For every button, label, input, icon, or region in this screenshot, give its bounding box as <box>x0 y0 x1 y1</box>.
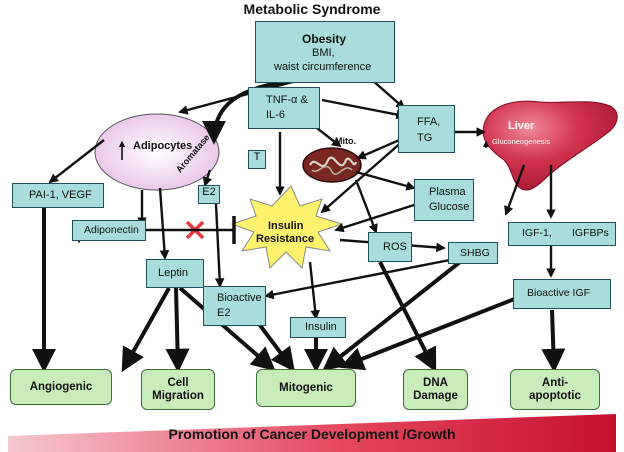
liver-shape <box>482 100 618 191</box>
thin-arrows <box>48 78 556 320</box>
outcome-mitogenic: Mitogenic <box>256 369 356 407</box>
obesity-box: Obesity BMI, waist circumference <box>255 21 395 83</box>
adiponectin-box: Adiponectin <box>72 220 146 241</box>
ffa-line1: FFA, <box>417 116 441 128</box>
ffa-tg-box: FFA, TG <box>398 105 455 153</box>
igf1-label: IGF-1, <box>522 227 552 239</box>
bioactive-e2-line1: Bioactive <box>217 292 262 304</box>
banner-text: Promotion of Cancer Development /Growth <box>168 426 456 442</box>
leptin-label: Leptin <box>158 267 188 279</box>
mito-label: Mito. <box>335 136 356 146</box>
pai1-vegf-box: PAI-1, VEGF <box>12 183 104 208</box>
leptin-box: Leptin <box>146 259 204 288</box>
tnf-line1: TNF-α & <box>266 94 308 106</box>
liver-label: Liver <box>508 120 535 132</box>
ffa-line2: TG <box>417 132 433 144</box>
diagram-title: Metabolic Syndrome <box>243 1 381 17</box>
shbg-box: SHBG <box>448 242 498 264</box>
liver-gluconeogenesis: Gluconeogenesis <box>492 137 550 146</box>
obesity-waist: waist circumference <box>274 61 372 73</box>
insulin-label: Insulin <box>305 321 337 333</box>
obesity-heading: Obesity <box>302 32 347 46</box>
e2-label: E2 <box>202 186 216 198</box>
tnf-line2: IL-6 <box>266 109 285 121</box>
outcome-angiogenic: Angiogenic <box>10 369 112 405</box>
cancer-promotion-banner <box>8 414 616 452</box>
insulin-resistance-line1: Insulin <box>268 220 304 232</box>
angiogenic-label: Angiogenic <box>29 380 93 393</box>
testosterone-label: T <box>253 151 261 163</box>
anti-apoptotic-line2: apoptotic <box>529 389 581 402</box>
outcome-cell-migration: Cell Migration <box>141 369 215 410</box>
cell-migration-line1: Cell <box>167 376 189 389</box>
adipocytes-label: Adipocytes <box>133 140 193 152</box>
outcome-anti-apoptotic: Anti- apoptotic <box>510 369 600 410</box>
outcome-dna-damage: DNA Damage <box>403 369 468 410</box>
plasma-glucose-box: Plasma Glucose <box>414 179 474 221</box>
pai1-vegf-label: PAI-1, VEGF <box>29 189 92 201</box>
ros-label: ROS <box>383 241 407 253</box>
bioactive-e2-line2: E2 <box>217 307 231 319</box>
mitochondrion-image <box>302 147 362 183</box>
adiponectin-label: Adiponectin <box>84 224 139 236</box>
insulin-resistance-starburst <box>230 185 344 270</box>
shbg-label: SHBG <box>460 247 490 259</box>
mitogenic-label: Mitogenic <box>279 381 333 394</box>
obesity-bmi: BMI, <box>312 47 335 59</box>
bioactive-e2-box: Bioactive E2 <box>203 286 266 326</box>
plasma-line2: Glucose <box>429 201 470 213</box>
adipocytes-cell <box>94 113 220 191</box>
tnf-il6-box: TNF-α & IL-6 <box>248 87 320 129</box>
igfbps-label: IGFBPs <box>572 227 609 239</box>
e2-box: E2 <box>198 185 220 204</box>
anti-apoptotic-line1: Anti- <box>541 376 569 389</box>
dna-damage-line2: Damage <box>413 389 458 402</box>
bioactive-igf-label: Bioactive IGF <box>527 287 591 299</box>
insulin-box: Insulin <box>290 317 346 338</box>
igf1-igfbps-box: IGF-1, IGFBPs <box>508 222 616 246</box>
dna-damage-line1: DNA <box>423 376 448 389</box>
testosterone-box: T <box>248 150 266 169</box>
cell-migration-line2: Migration <box>152 389 204 402</box>
ros-box: ROS <box>368 232 412 262</box>
insulin-resistance-line2: Resistance <box>256 233 315 245</box>
plasma-line1: Plasma <box>429 186 466 198</box>
bioactive-igf-box: Bioactive IGF <box>513 279 611 309</box>
